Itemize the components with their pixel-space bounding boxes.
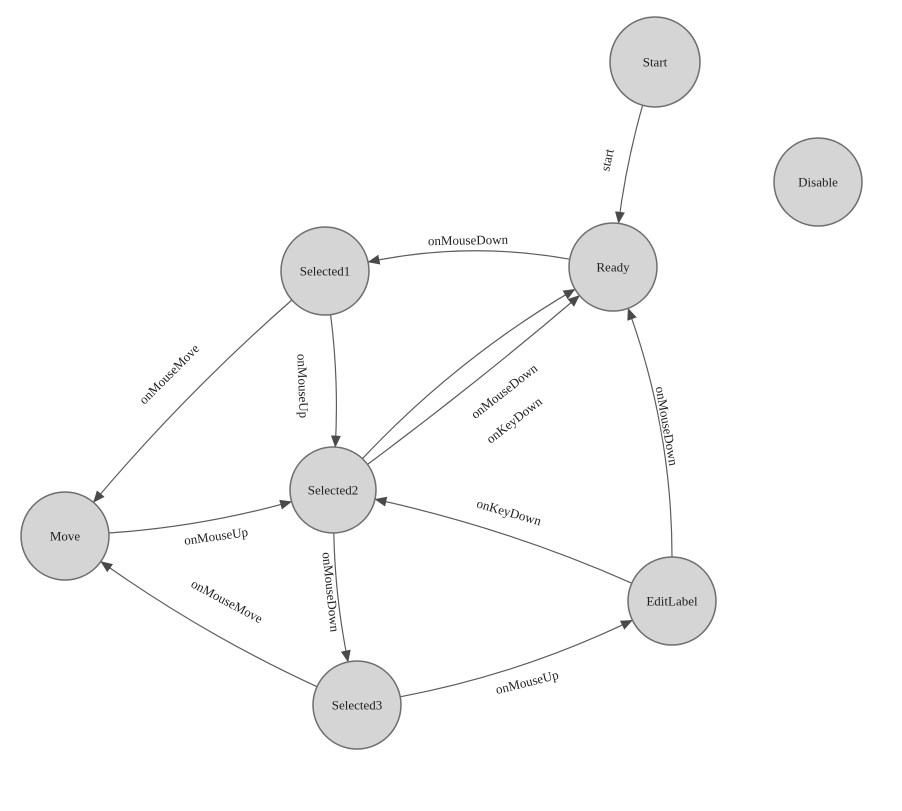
transition-editlabel-ready: onMouseDown: [627, 307, 683, 558]
state-node-disable[interactable]: Disable: [773, 137, 863, 227]
transition-label[interactable]: onMouseDown: [426, 230, 510, 250]
transition-path[interactable]: [367, 295, 580, 465]
transition-label[interactable]: onMouseMove: [134, 339, 204, 409]
state-node-editlabel[interactable]: EditLabel: [627, 556, 717, 646]
transition-start-ready: start: [596, 105, 644, 224]
transition-label[interactable]: start: [596, 145, 619, 174]
state-circle[interactable]: [609, 16, 701, 108]
state-circle[interactable]: [773, 137, 863, 227]
transition-selected2-ready: onKeyDown: [367, 295, 580, 465]
transition-path[interactable]: [627, 307, 673, 558]
state-circle[interactable]: [627, 556, 717, 646]
transition-selected2-selected3: onMouseDown: [318, 532, 351, 663]
transition-path[interactable]: [330, 314, 341, 448]
transition-label[interactable]: onMouseDown: [318, 550, 345, 635]
transitions-layer: start onMouseDown onMouseMove onMouseUp onMo…: [92, 105, 683, 699]
state-circle[interactable]: [289, 446, 377, 534]
state-node-selected2[interactable]: Selected2: [289, 446, 377, 534]
state-node-selected3[interactable]: Selected3: [312, 660, 402, 750]
transition-selected1-move: onMouseMove: [92, 299, 293, 503]
transition-path[interactable]: [361, 288, 576, 460]
transition-label[interactable]: onMouseUp: [293, 352, 314, 420]
state-node-move[interactable]: Move: [20, 491, 110, 581]
state-circle[interactable]: [20, 491, 110, 581]
transition-path[interactable]: [374, 496, 633, 584]
transition-label[interactable]: onMouseUp: [181, 522, 250, 549]
transition-label[interactable]: onMouseMove: [187, 574, 267, 628]
transition-path[interactable]: [108, 499, 293, 534]
state-node-start[interactable]: Start: [609, 16, 701, 108]
transition-selected2-ready: onMouseDown: [361, 288, 576, 460]
transition-path[interactable]: [333, 532, 351, 663]
state-node-ready[interactable]: Ready: [568, 222, 658, 312]
transition-path[interactable]: [100, 561, 318, 688]
transition-selected3-editlabel: onMouseUp: [400, 619, 633, 699]
state-circle[interactable]: [568, 222, 658, 312]
transition-label[interactable]: onMouseDown: [651, 383, 683, 469]
transition-path[interactable]: [367, 250, 570, 265]
state-node-selected1[interactable]: Selected1: [280, 226, 370, 316]
transition-editlabel-selected2: onKeyDown: [374, 494, 633, 584]
transition-path[interactable]: [92, 299, 293, 503]
state-circle[interactable]: [280, 226, 370, 316]
transition-path[interactable]: [614, 105, 644, 224]
transition-path[interactable]: [400, 619, 633, 698]
transition-selected1-selected2: onMouseUp: [293, 314, 341, 448]
state-circle[interactable]: [312, 660, 402, 750]
transition-move-selected2: onMouseUp: [108, 499, 293, 550]
transition-ready-selected1: onMouseDown: [367, 230, 570, 265]
transition-label[interactable]: onKeyDown: [473, 494, 545, 530]
transition-selected3-move: onMouseMove: [100, 561, 318, 688]
